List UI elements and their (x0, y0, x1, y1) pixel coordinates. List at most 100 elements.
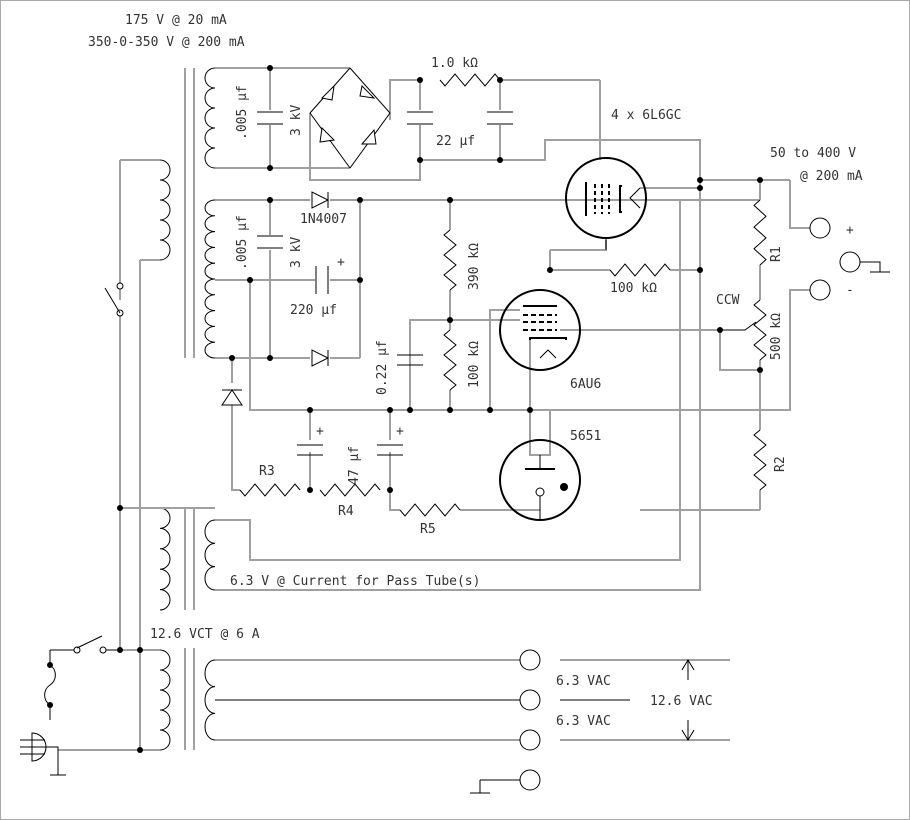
label-pass-tubes: 4 x 6L6GC (611, 108, 681, 123)
label-ccw: CCW (716, 293, 740, 308)
junction-dot (247, 277, 253, 283)
tube-6l6gc (565, 157, 647, 250)
label-5651: 5651 (570, 429, 601, 444)
junction-dot (229, 355, 235, 361)
junction-dot (137, 647, 143, 653)
label-pot-500k: 500 kΩ (769, 313, 784, 360)
junction-dot (417, 157, 423, 163)
coil-secondary-hv (204, 67, 216, 169)
junction-dot (697, 267, 703, 273)
junction-dot (137, 747, 143, 753)
plug-icon (20, 732, 66, 776)
capacitors (257, 111, 513, 456)
label-cap-220: 220 µf (290, 303, 337, 318)
label-cap2: .005 µf (235, 215, 250, 270)
junction-dot (757, 177, 763, 183)
label-r-390k: 390 kΩ (467, 243, 482, 290)
junction-dot (547, 267, 553, 273)
resistor-r4 (319, 483, 381, 497)
coil-heater-pass (204, 519, 216, 591)
coils (159, 67, 216, 751)
ground-wire (860, 261, 881, 272)
junction-dot (407, 407, 413, 413)
terminal-heater-ct (519, 689, 541, 711)
transformer-core-heater (184, 508, 195, 750)
resistor-100k-h (609, 263, 671, 277)
ground-icon (470, 271, 890, 794)
resistors (239, 73, 767, 517)
fuse-icon (44, 664, 56, 706)
label-bridge-cap: .005 µf (235, 85, 250, 140)
wires (49, 67, 810, 793)
label-r-100k-v: 100 kΩ (467, 341, 482, 388)
label-r3: R3 (259, 464, 275, 479)
tube-5651 (499, 439, 581, 521)
junction-dot (497, 157, 503, 163)
label-output-1: 50 to 400 V (770, 146, 856, 161)
label-vac-total: 12.6 VAC (650, 694, 713, 709)
transformer-core-main (184, 68, 195, 358)
switch-mains[interactable] (73, 635, 107, 654)
junction-dot (697, 177, 703, 183)
terminal-heater-2 (519, 729, 541, 751)
label-plus: + (846, 223, 854, 238)
junction-dot (357, 277, 363, 283)
label-cap-22: 22 µf (436, 134, 475, 149)
resistor-390k (443, 229, 457, 291)
label-output-2: @ 200 mA (800, 169, 863, 184)
junction-dot (447, 407, 453, 413)
label-r5: R5 (420, 522, 436, 537)
resistor-r1 (753, 199, 767, 266)
resistor-r2 (753, 429, 767, 491)
junction-dot (697, 185, 703, 191)
label-cap-plus: + (337, 255, 345, 270)
terminal-chassis (519, 769, 541, 791)
coil-heater-ct (204, 659, 216, 741)
junction-dot (447, 317, 453, 323)
label-cap47-plus-a: + (316, 424, 324, 439)
label-r4: R4 (338, 504, 354, 519)
label-1n4007: 1N4007 (300, 212, 347, 227)
resistor-r5 (399, 503, 461, 517)
junctions (47, 65, 763, 753)
label-bridge-cap-kv: 3 kV (289, 105, 304, 136)
junction-dot (307, 407, 313, 413)
label-cap47-plus-b: + (396, 424, 404, 439)
voltage-arrow (681, 659, 695, 741)
terminal-heater-1 (519, 649, 541, 671)
terminal-positive (809, 217, 831, 239)
label-cap2-kv: 3 kV (289, 237, 304, 268)
label-6au6: 6AU6 (570, 377, 601, 392)
label-r1: R1 (769, 246, 784, 262)
label-heater-pass: 6.3 V @ Current for Pass Tube(s) (230, 574, 480, 589)
resistor-100k-v (443, 329, 457, 391)
terminal-ground (839, 251, 861, 273)
resistor-1k (439, 73, 501, 87)
junction-dot (117, 647, 123, 653)
junction-dot (267, 197, 273, 203)
junction-dot (357, 197, 363, 203)
switch-hv[interactable] (104, 282, 124, 317)
pot-wiper[interactable] (720, 321, 757, 331)
junction-dot (387, 487, 393, 493)
junction-dot (487, 407, 493, 413)
title-line-2: 350-0-350 V @ 200 mA (88, 35, 245, 50)
resistor-r3 (239, 483, 301, 497)
tube-6au6 (499, 289, 581, 371)
label-r-100k-h: 100 kΩ (610, 281, 657, 296)
junction-dot (267, 65, 273, 71)
junction-dot (387, 407, 393, 413)
junction-dot (497, 77, 503, 83)
label-cap-022: 0.22 µf (375, 340, 390, 395)
label-cap-47: 47 µf (347, 446, 362, 485)
terminals[interactable] (519, 217, 861, 791)
junction-dot (267, 165, 273, 171)
label-heater-ct: 12.6 VCT @ 6 A (150, 627, 260, 642)
resistor-pot-500k (753, 299, 767, 361)
coil-primary-1 (159, 159, 171, 261)
title-line-1: 175 V @ 20 mA (125, 13, 227, 28)
coil-primary-3 (159, 649, 171, 751)
label-r-1k: 1.0 kΩ (431, 56, 478, 71)
